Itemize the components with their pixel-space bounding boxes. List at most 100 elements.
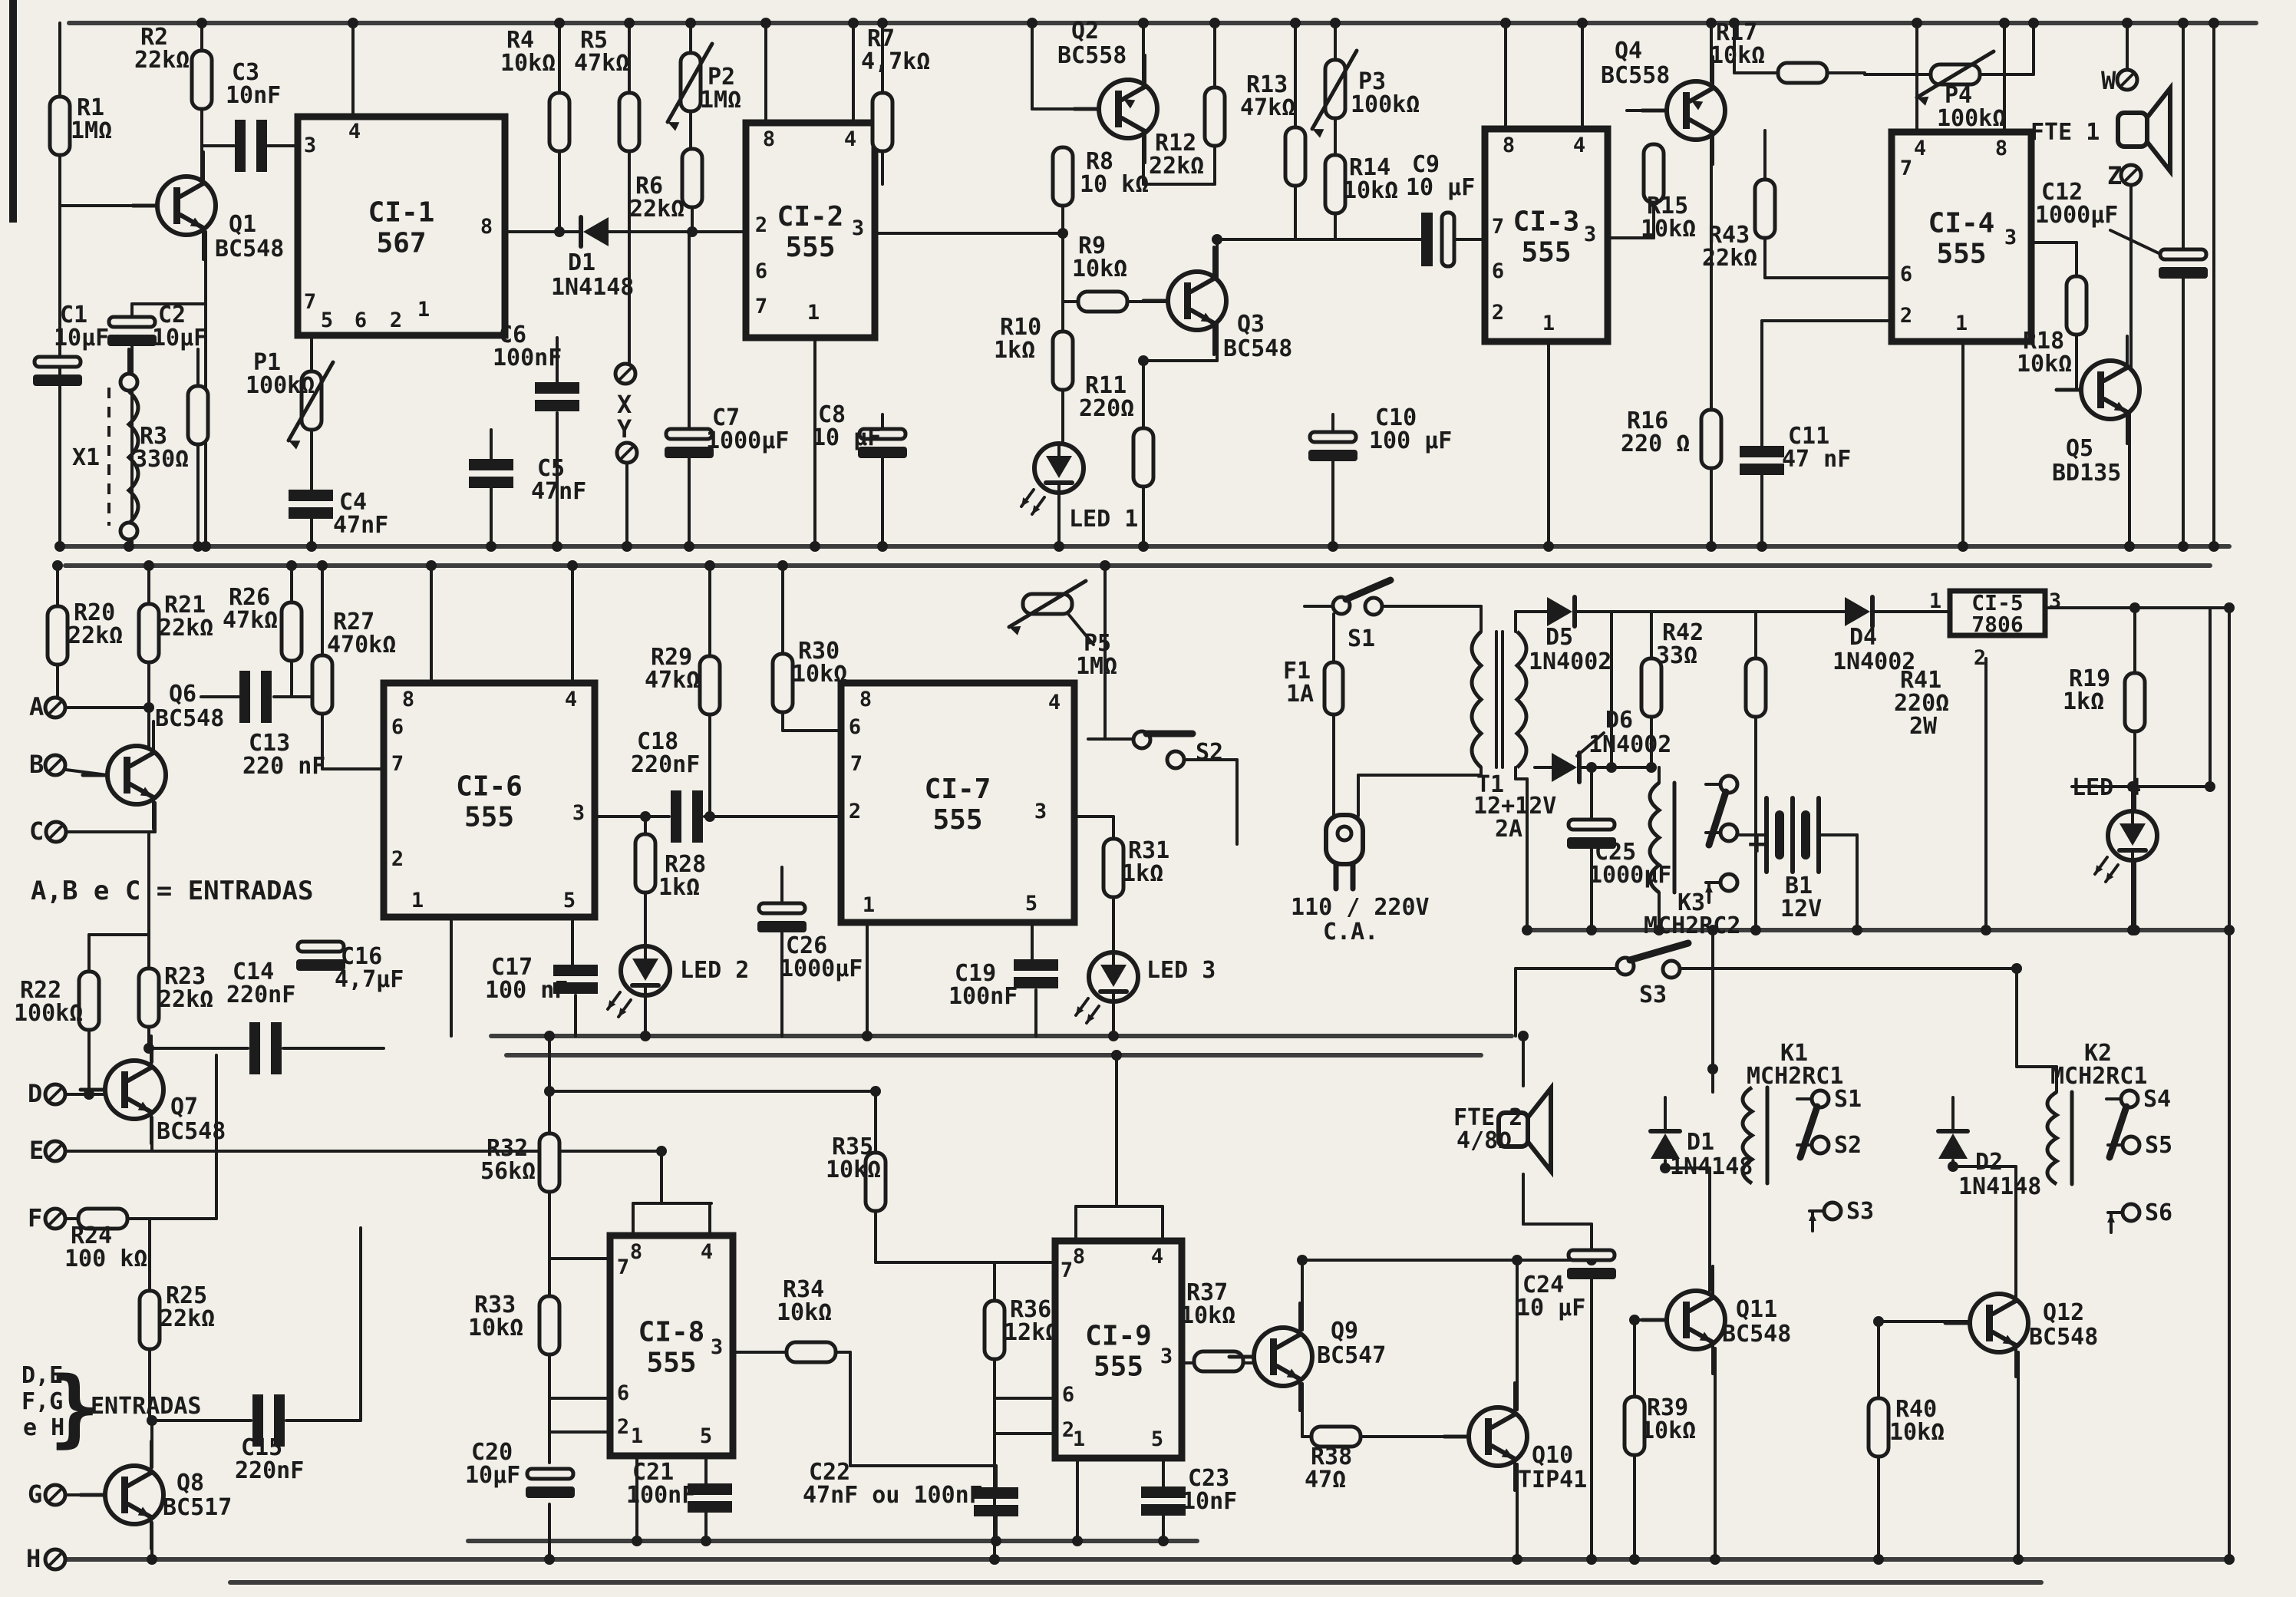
ic-CI-8 (606, 1232, 737, 1460)
junction-dot (567, 560, 578, 571)
junction-dot (1297, 1255, 1308, 1265)
ic-CI-5 (1947, 588, 2048, 638)
arrow-head (2106, 873, 2114, 882)
resistor-R25 (137, 1288, 162, 1351)
ic-pin-number: 3 (2004, 226, 2017, 249)
junction-dot (2205, 781, 2215, 792)
transformer-label: T1 (1476, 771, 1504, 798)
wire (47, 1486, 64, 1503)
wire (126, 1470, 153, 1488)
ic-pin-number: 2 (391, 847, 404, 871)
capacitor-value: 100nF (626, 1482, 695, 1509)
ic-CI-9 (1051, 1237, 1186, 1462)
terminal-label: A (29, 692, 44, 721)
capacitor-C1 (32, 355, 83, 369)
junction-dot (870, 1086, 881, 1097)
junction-dot (2178, 18, 2189, 28)
arrow-head (2113, 401, 2126, 411)
transformer-secondary (1514, 630, 1529, 769)
capacitor-label: C7 (712, 404, 740, 431)
transistor-Q9 (1252, 1325, 1315, 1388)
resistor-label: R3 (140, 423, 167, 450)
resistor-label: R43 (1708, 222, 1750, 249)
ic-part: 555 (1094, 1351, 1143, 1383)
capacitor-label: C21 (632, 1459, 674, 1486)
junction-dot (1852, 925, 1862, 935)
resistor-value: 22kΩ (158, 615, 213, 642)
transistor-Q7 (103, 1058, 166, 1121)
pot-value: 1MΩ (700, 87, 741, 114)
resistor-R8 (1051, 145, 1075, 208)
capacitor-C7 (665, 447, 714, 458)
arrow-head (1917, 96, 1929, 106)
relay-part: MCH2RC1 (1747, 1063, 1843, 1090)
capacitor-label: C10 (1375, 404, 1417, 431)
terminal-label: Z (2107, 161, 2122, 190)
junction-dot (2209, 18, 2219, 28)
capacitor-C12 (2159, 267, 2208, 279)
note-text: ENTRADAS (91, 1393, 202, 1420)
transistor-base-bar (1270, 1338, 1277, 1375)
note-text: e H (23, 1414, 64, 1441)
transistor-base-bar (124, 757, 130, 794)
ic-pin-number: 7 (850, 752, 863, 776)
ic-name: CI-2 (777, 201, 844, 233)
ic-pin-number: 7 (1492, 215, 1504, 239)
wire (1310, 48, 1359, 131)
capacitor-C11 (1740, 464, 1784, 475)
junction-dot (1054, 541, 1064, 552)
ic-pin-number: 1 (807, 301, 820, 325)
junction-dot (2224, 1554, 2235, 1565)
capacitor-label: C11 (1788, 423, 1829, 450)
wire (619, 444, 635, 461)
resistor-label: R20 (74, 599, 115, 626)
capacitor-label: C26 (786, 932, 827, 959)
capacitor-C16 (296, 959, 345, 971)
relay-label: K2 (2084, 1040, 2112, 1067)
resistor-value: 22kΩ (160, 1305, 215, 1332)
capacitor-C15 (274, 1394, 285, 1447)
transistor-part: BC548 (157, 1118, 226, 1145)
transistor-label: Q2 (1071, 18, 1099, 45)
junction-dot (991, 1536, 1001, 1546)
ic-pin-number: 6 (355, 309, 367, 332)
speaker-label: FTE 1 (2030, 119, 2100, 146)
transistor-part: BC548 (215, 236, 284, 262)
ic-pin-number: 6 (391, 715, 404, 739)
resistor-label: R38 (1311, 1444, 1352, 1470)
capacitor-label: C23 (1188, 1465, 1229, 1492)
resistor-label: R10 (1000, 314, 1041, 341)
resistor-R15 (1641, 142, 1666, 205)
junction-dot (1543, 541, 1554, 552)
ic-pin-number: 2 (617, 1415, 629, 1439)
capacitor-C6 (535, 400, 579, 411)
terminal-label: W (2101, 66, 2116, 95)
capacitor-value: 10 µF (812, 424, 881, 451)
ic-pin-number: 3 (711, 1335, 723, 1359)
relay-part: MCH2RC1 (2050, 1063, 2147, 1090)
wire (1120, 116, 1147, 134)
ic-part: 555 (932, 804, 982, 836)
ic-pin-number: 5 (563, 889, 576, 912)
relay-contact (1809, 1134, 1831, 1156)
junction-dot (1707, 1064, 1718, 1074)
terminal-label: B (29, 750, 44, 779)
arrow-head (1087, 1014, 1095, 1023)
junction-dot (1958, 541, 1968, 552)
junction-dot (54, 541, 65, 552)
junction-dot (1729, 18, 1740, 28)
wire (1575, 731, 1605, 757)
capacitor-C18 (692, 790, 703, 843)
arrow-head (1699, 1331, 1711, 1341)
resistor-label: R21 (164, 592, 206, 619)
ic-pin-number: 4 (1151, 1245, 1163, 1269)
arrow-head (190, 217, 202, 227)
capacitor-label: C17 (491, 954, 533, 981)
resistor-value: 10kΩ (1889, 1419, 1945, 1446)
ic-pin-number: 8 (1995, 137, 2007, 160)
resistor-R32 (537, 1131, 562, 1194)
resistor-R16 (1699, 407, 1724, 470)
battery-plus: + (1748, 827, 1766, 860)
junction-dot (1873, 1554, 1884, 1565)
capacitor-C2 (107, 315, 157, 329)
